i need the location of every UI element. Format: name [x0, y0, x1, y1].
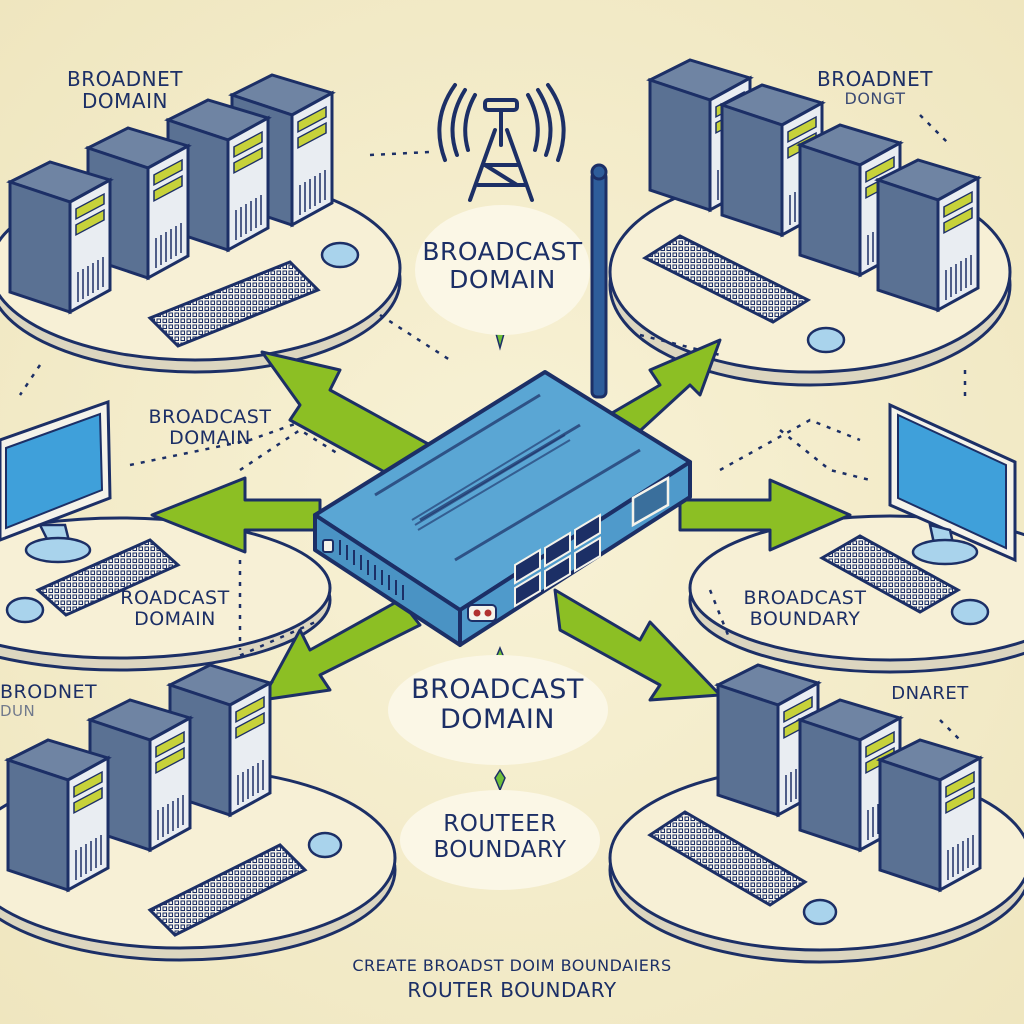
mouse-icon — [5, 596, 45, 624]
computer-tower-icon — [878, 738, 982, 892]
label-top-right: BROADNET DONGT — [800, 68, 950, 108]
label-mid-left-lower: ROADCAST DOMAIN — [100, 587, 250, 631]
mouse-icon — [320, 241, 360, 269]
label-line: BROADNET — [817, 67, 933, 91]
arrows — [150, 338, 852, 702]
computer-cluster-top-right — [641, 58, 980, 354]
keyboard-icon — [35, 538, 181, 617]
connection-lines — [18, 114, 967, 741]
label-top-center: BROADCAST DOMAIN — [410, 238, 595, 294]
label-line: DUN — [0, 702, 36, 721]
monitor-icon — [888, 402, 1017, 566]
keyboard-icon — [147, 843, 308, 937]
label-bubble-top-center — [415, 205, 590, 335]
label-line: ROUTEER — [443, 811, 557, 837]
computer-cluster-mid-right — [818, 402, 1017, 626]
caption-line: CREATE BROADST DOIM BOUNDAIERS — [352, 956, 672, 975]
keyboard-icon — [641, 234, 812, 324]
label-line: BOUNDARY — [749, 608, 861, 631]
mouse-icon — [806, 326, 846, 354]
uplink-port — [631, 475, 670, 528]
label-line: BROADCAST — [411, 674, 584, 705]
label-bubble-bottom-center-upper — [388, 655, 608, 765]
label-mid-right: BROADCAST BOUNDARY — [720, 587, 890, 631]
label-bottom-center-lower: ROUTEER BOUNDARY — [400, 811, 600, 864]
label-line: DOMAIN — [449, 265, 556, 294]
caption-line: ROUTER BOUNDARY — [407, 977, 617, 1002]
label-line: DOMAIN — [440, 704, 555, 736]
label-line: DOMAIN — [134, 608, 216, 631]
label-line: BROADCAST — [422, 237, 583, 266]
keyboard-icon — [647, 810, 808, 907]
platform-mid-left — [0, 516, 332, 672]
label-line: BRODNET — [0, 681, 98, 703]
router-icon — [313, 370, 692, 647]
label-line: BOUNDARY — [433, 836, 567, 863]
computer-cluster-mid-left — [0, 399, 181, 624]
label-top-left: BROADNET DOMAIN — [35, 68, 215, 113]
label-bottom-right: DNARET — [880, 683, 980, 704]
computer-cluster-bottom-right — [647, 663, 982, 926]
computer-cluster-bottom-left — [6, 663, 343, 937]
label-line: BROADCAST — [148, 406, 272, 428]
monitor-icon — [0, 399, 112, 564]
label-line: BROADCAST — [743, 587, 867, 609]
arrow-up-left — [260, 350, 432, 477]
arrow-down-right — [553, 588, 722, 702]
label-line: BROADNET — [67, 67, 183, 91]
computer-tower-icon — [6, 738, 110, 892]
arrow-right — [678, 478, 852, 552]
caption: CREATE BROADST DOIM BOUNDAIERS ROUTER BO… — [250, 956, 774, 1002]
computer-tower-icon — [8, 160, 112, 314]
label-bottom-center-upper: BROADCAST DOMAIN — [390, 674, 605, 736]
label-line: DOMAIN — [169, 427, 251, 450]
keyboard-icon — [818, 534, 962, 614]
mouse-icon — [802, 898, 838, 926]
radio-tower-icon — [437, 83, 566, 202]
label-line: DONGT — [844, 89, 906, 109]
mouse-icon — [307, 831, 343, 859]
label-bottom-left: BRODNET DUN — [0, 681, 120, 721]
arrow-down-left — [260, 598, 422, 702]
antenna-icon — [590, 163, 608, 399]
computer-tower-icon — [876, 158, 980, 312]
keyboard-icon — [147, 260, 321, 348]
ethernet-ports — [514, 513, 601, 608]
label-bubble-bottom-center-lower — [400, 790, 600, 890]
label-line: DNARET — [891, 683, 969, 704]
label-line: DOMAIN — [82, 89, 168, 114]
computer-cluster-top-left — [8, 73, 360, 348]
arrow-left — [150, 476, 322, 554]
label-mid-left-upper: BROADCAST DOMAIN — [130, 406, 290, 450]
mouse-icon — [950, 598, 990, 626]
label-line: ROADCAST — [120, 587, 230, 609]
